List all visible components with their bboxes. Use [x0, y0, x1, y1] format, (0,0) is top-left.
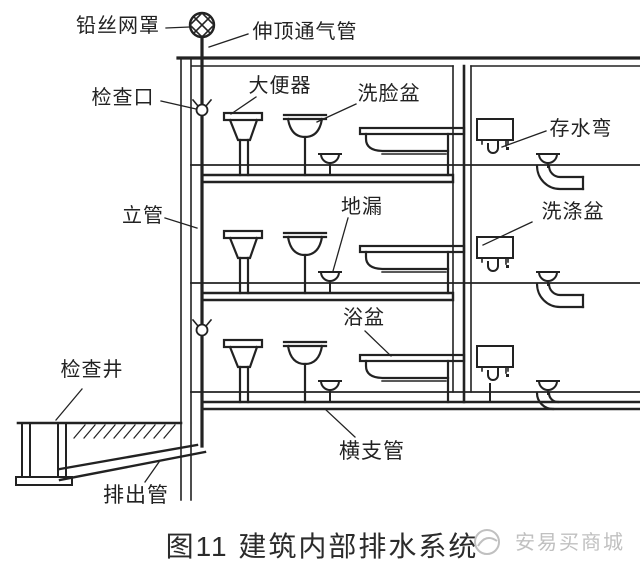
- branch-pipes: [202, 173, 640, 411]
- inspection-port-icon-upper: [191, 98, 213, 117]
- label-discharge-pipe: 排出管: [103, 484, 169, 507]
- label-mesh-cap: 铅丝网罩: [76, 14, 160, 37]
- label-floor-drain: 地漏: [341, 195, 383, 218]
- branch-floor-1: [202, 173, 455, 184]
- elbow-ground: [535, 391, 560, 411]
- diagram-labels: 铅丝网罩 伸顶通气管 检查口 大便器 洗脸盆 存水弯 立管 地漏 洗涤盆 浴盆 …: [61, 14, 613, 507]
- label-sink: 洗涤盆: [542, 200, 605, 223]
- label-bathtub: 浴盆: [343, 306, 385, 329]
- middle-wall: [452, 65, 472, 393]
- ground-and-well: [15, 421, 183, 486]
- elbow-floor-2: [535, 282, 585, 309]
- label-inspection-well: 检查井: [61, 358, 124, 381]
- inspection-well: [15, 422, 73, 486]
- left-wall: [180, 57, 192, 501]
- branch-ground: [202, 400, 640, 411]
- label-vent-pipe: 伸顶通气管: [253, 20, 358, 43]
- watermark: 安易买商城: [474, 529, 625, 555]
- ground-hatching: [73, 424, 176, 439]
- wire-mesh-cap-icon: [188, 11, 216, 39]
- discharge-pipe-lines: [58, 443, 207, 482]
- label-riser: 立管: [122, 204, 164, 227]
- figure-caption: 图11 建筑内部排水系统: [166, 531, 479, 562]
- label-trap: 存水弯: [550, 117, 613, 140]
- building-structure: [176, 56, 640, 501]
- leader-lines: [55, 26, 547, 483]
- branch-floor-2: [202, 291, 455, 302]
- riser-stack: [58, 11, 466, 482]
- elbow-floor-1: [535, 164, 585, 191]
- label-inspection-port: 检查口: [92, 86, 155, 109]
- inspection-port-icon-lower: [191, 318, 213, 337]
- label-branch-pipe: 横支管: [339, 440, 405, 463]
- watermark-label: 安易买商城: [515, 531, 625, 554]
- watermark-logo-icon: [474, 529, 500, 555]
- label-washbasin: 洗脸盆: [358, 82, 421, 105]
- label-toilet: 大便器: [249, 74, 312, 97]
